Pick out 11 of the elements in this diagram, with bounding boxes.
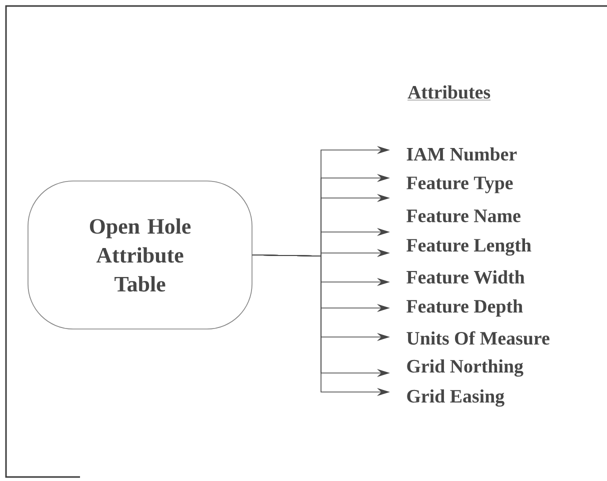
attribute-label: IAM Number bbox=[406, 147, 517, 161]
heading: Attributes bbox=[407, 85, 491, 100]
attribute-label: Grid Northing bbox=[407, 359, 524, 377]
attribute-label: Feature Width bbox=[406, 270, 525, 284]
attribute-label: Feature Length bbox=[406, 238, 532, 256]
attribute-label: Grid Easing bbox=[407, 389, 504, 407]
table-box: Open Hole Attribute Table bbox=[28, 180, 252, 330]
attribute-label: Feature Name bbox=[406, 210, 520, 222]
attribute-label: Units Of Measure bbox=[406, 331, 550, 345]
attribute-label: Feature Type bbox=[406, 176, 513, 194]
attribute-label: Feature Depth bbox=[406, 299, 523, 317]
